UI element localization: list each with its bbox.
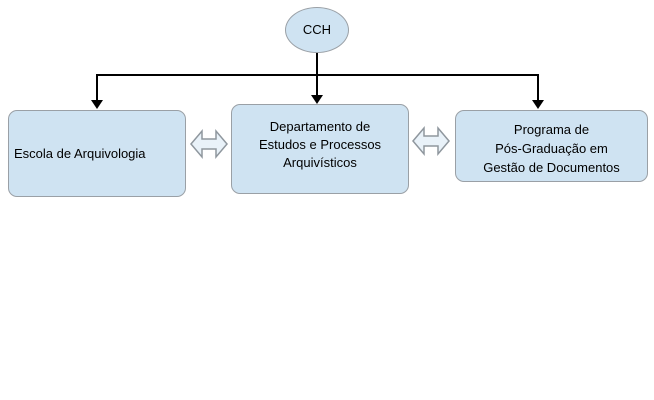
- box-label-line: Arquivísticos: [283, 155, 357, 170]
- box-label-line: Departamento de: [269, 119, 371, 134]
- down-arrowhead-icon: [91, 100, 103, 109]
- box-escola-de-arquivologia: Escola de Arquivologia: [8, 110, 186, 197]
- root-node-cch: CCH: [285, 7, 349, 53]
- box-programa-pos-graduacao: Programa de Pós-Graduação em Gestão de D…: [455, 110, 648, 182]
- box-label-line: Gestão de Documentos: [483, 160, 620, 175]
- box-label-line-clipped: e Arquivos: [456, 177, 647, 181]
- root-node-label: CCH: [302, 22, 332, 37]
- double-arrow-icon: [412, 125, 450, 157]
- double-arrow-icon: [190, 128, 228, 160]
- box-departamento-estudos-processos: Departamento de Estudos e Processos Arqu…: [231, 104, 409, 194]
- down-arrowhead-icon: [532, 100, 544, 109]
- down-arrowhead-icon: [311, 95, 323, 104]
- box-label-line: Programa de: [513, 122, 590, 137]
- box-label-line: Pós-Graduação em: [495, 141, 608, 156]
- box-label-line: Estudos e Processos: [258, 137, 382, 152]
- box-label: Escola de Arquivologia: [14, 145, 146, 161]
